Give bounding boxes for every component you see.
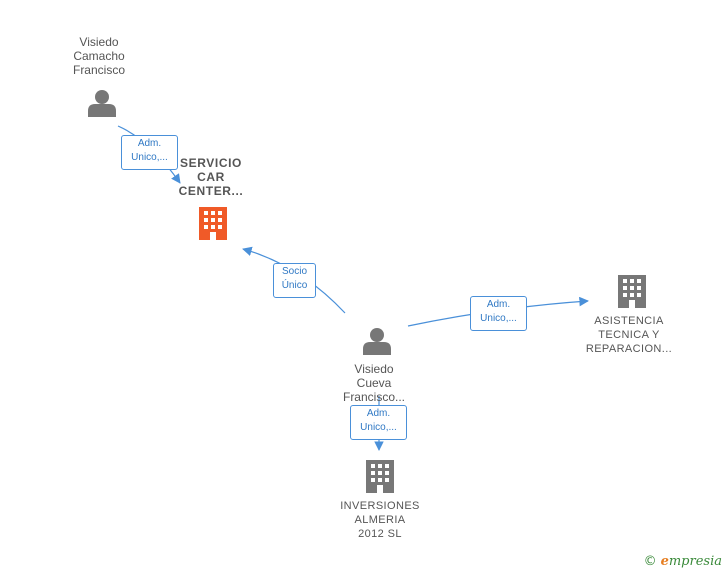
edge-label-line: Adm. [486, 299, 511, 310]
copyright-symbol: © [643, 554, 657, 569]
label-line: INVERSIONES [340, 500, 420, 512]
label-line: Cueva [356, 376, 392, 390]
person-icon[interactable] [363, 328, 391, 355]
node-label-person-center[interactable]: Visiedo Cueva Francisco... [329, 362, 419, 404]
person-icon[interactable] [88, 90, 116, 117]
brand-first-letter: e [660, 554, 669, 569]
edge-label-line: Unico,... [360, 422, 397, 433]
edge-label-line: Único [281, 280, 308, 291]
edge-label-line: Socio [281, 266, 307, 277]
label-line: ASISTENCIA [594, 315, 664, 327]
label-line: SERVICIO [180, 156, 242, 170]
label-line: CENTER... [178, 184, 244, 198]
node-label-person-top[interactable]: Visiedo Camacho Francisco [54, 35, 144, 77]
edge-label-line: Adm. [137, 138, 162, 149]
building-icon[interactable] [199, 207, 227, 240]
label-line: REPARACION... [585, 343, 673, 355]
edge-label-line: Unico,... [480, 313, 517, 324]
building-icon[interactable] [366, 460, 394, 493]
node-label-company-asistencia[interactable]: ASISTENCIA TECNICA Y REPARACION... [579, 314, 679, 356]
edge-label-center-to-servicio[interactable]: Socio Único [273, 263, 316, 298]
edge-label-center-to-inversiones[interactable]: Adm. Unico,... [350, 405, 407, 440]
label-line: Camacho [73, 49, 125, 63]
edge-label-center-to-asistencia[interactable]: Adm. Unico,... [470, 296, 527, 331]
label-line: Visiedo [354, 362, 394, 376]
label-line: Francisco [72, 63, 125, 77]
label-line: 2012 SL [358, 528, 402, 540]
node-label-company-servicio[interactable]: SERVICIO CAR CENTER... [166, 156, 256, 198]
label-line: TECNICA Y [598, 329, 660, 341]
brand-name: mpresia [668, 554, 722, 569]
label-line: CAR [197, 170, 225, 184]
label-line: ALMERIA [354, 514, 406, 526]
edge-label-line: Unico,... [131, 152, 168, 163]
edge-label-line: Adm. [366, 408, 391, 419]
label-line: Visiedo [79, 35, 119, 49]
brand-logo: ©empresia [644, 554, 722, 569]
node-label-company-inversiones[interactable]: INVERSIONES ALMERIA 2012 SL [330, 499, 430, 541]
building-icon[interactable] [618, 275, 646, 308]
label-line: Francisco... [342, 390, 405, 404]
edge-label-top-to-servicio[interactable]: Adm. Unico,... [121, 135, 178, 170]
